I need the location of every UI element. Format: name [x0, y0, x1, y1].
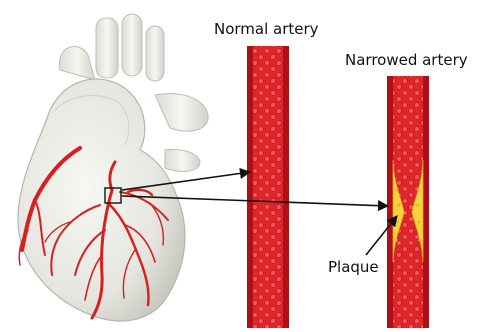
narrowed-artery-tube [387, 76, 429, 328]
heart-illustration [18, 14, 208, 321]
plaque-label: Plaque [328, 260, 379, 275]
normal-artery-label: Normal artery [214, 22, 319, 37]
normal-artery-tube [247, 46, 289, 328]
narrowed-artery-label: Narrowed artery [345, 53, 468, 68]
